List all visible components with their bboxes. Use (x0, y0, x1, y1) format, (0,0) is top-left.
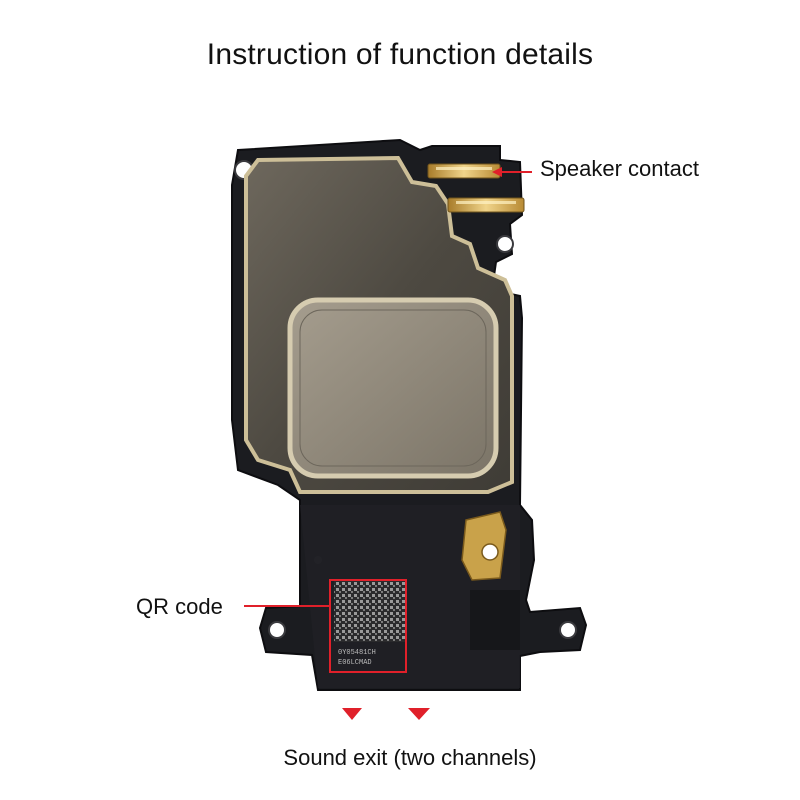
sound-exit-arrows (342, 708, 430, 720)
speaker-contact-label: Speaker contact (540, 156, 699, 181)
qr-code-text-line1: 0Y05481CH (338, 649, 376, 657)
ground-tab (461, 511, 507, 581)
qr-code-highlight-box (329, 579, 407, 673)
sound-exit-label: Sound exit (two channels) (283, 745, 537, 770)
qr-code-area: 0Y05481CH E06LCMAD (329, 579, 407, 673)
sound-exit-arrow-right (408, 708, 430, 720)
speaker-contacts (427, 163, 525, 213)
metal-cover-plate (244, 155, 514, 494)
page-title: Instruction of function details (206, 38, 594, 71)
callout-lines (244, 167, 532, 607)
sound-exit-arrow-left (342, 708, 362, 720)
qr-code-label: QR code (136, 594, 223, 619)
speaker-contact-arrowhead (492, 167, 502, 177)
qr-code-text-line2: E06LCMAD (338, 659, 372, 667)
